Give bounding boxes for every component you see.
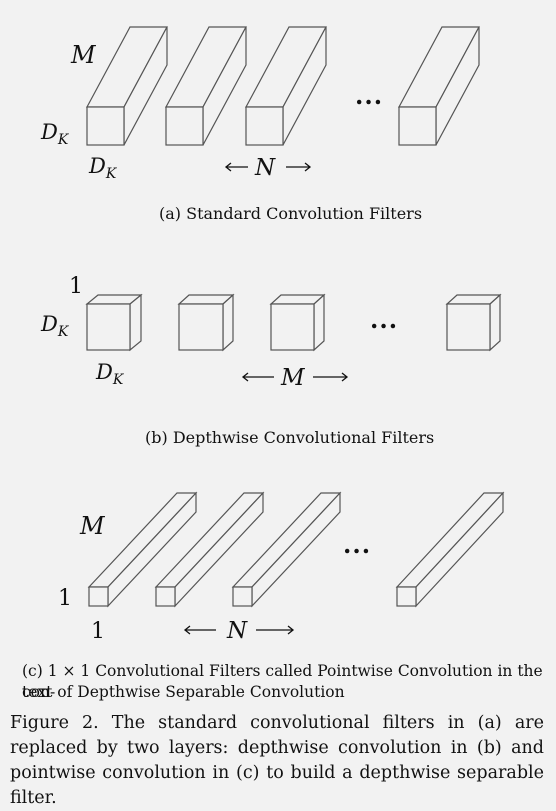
depth-label-m: M [79, 512, 106, 540]
filter-count-label: M [280, 365, 306, 391]
panel-b: 1 DK DK ... M (b) Depthwise Convolutiona… [40, 274, 502, 447]
kernel-width-label: DK [88, 154, 118, 182]
filter-rod-c1 [87, 491, 198, 608]
depth-label-m: M [70, 41, 97, 69]
count-arrow-m: M [241, 365, 349, 391]
filter-block-a2 [164, 26, 248, 146]
count-arrow-n: N [183, 618, 295, 644]
panel-c-caption-line1: (c) 1 × 1 Convolutional Filters called P… [22, 662, 543, 701]
filter-cube-b2 [177, 293, 235, 352]
filter-rod-c4 [395, 491, 505, 608]
ellipsis: ... [355, 81, 383, 110]
kernel-height-label: DK [40, 120, 70, 148]
depth-label-1: 1 [69, 274, 83, 299]
figure-caption: Figure 2. The standard convolutional fil… [10, 713, 544, 808]
panel-c-caption-line2: text of Depthwise Separable Convolution [22, 683, 345, 701]
panel-c: M 1 1 ... N [58, 491, 505, 644]
filter-block-a3 [244, 26, 328, 146]
width-label-1: 1 [91, 619, 105, 644]
height-label-1: 1 [58, 586, 72, 611]
filter-cube-b3 [269, 293, 326, 352]
filter-block-a4 [397, 26, 481, 146]
count-arrow-n: N [224, 155, 312, 181]
kernel-width-label: DK [95, 360, 125, 388]
panel-a-caption: (a) Standard Convolution Filters [159, 204, 422, 223]
ellipsis: ... [343, 530, 371, 559]
filter-cube-b1 [85, 293, 143, 352]
filter-cube-b4 [445, 293, 502, 352]
filter-rod-c2 [154, 491, 265, 608]
panel-b-caption: (b) Depthwise Convolutional Filters [145, 428, 434, 447]
filter-rod-c3 [231, 491, 342, 608]
filter-block-a1 [85, 26, 169, 146]
filter-count-label: N [226, 618, 248, 644]
ellipsis: ... [370, 305, 398, 334]
filter-count-label: N [254, 155, 276, 181]
panel-a: M DK DK ... N (a) Standard Convolution F… [40, 26, 481, 223]
kernel-height-label: DK [40, 312, 70, 340]
